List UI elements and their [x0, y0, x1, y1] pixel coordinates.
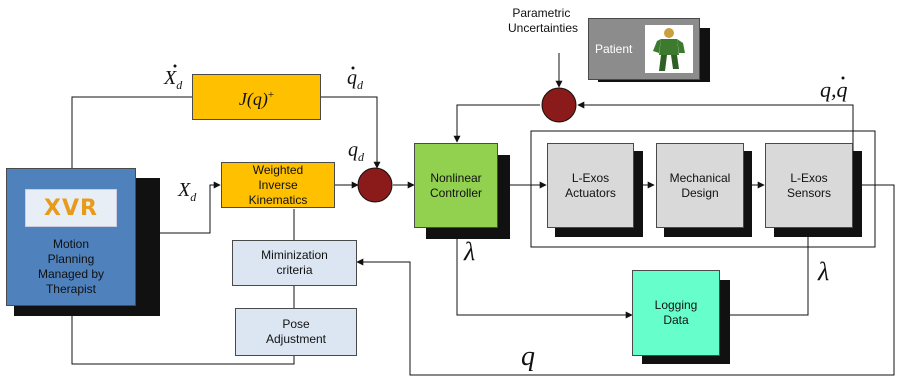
minimization-box[interactable]: Miminization criteria [232, 240, 357, 286]
lexos-sensors-box[interactable]: L-Exos Sensors [765, 143, 853, 228]
lexos-sensors-label: L-Exos Sensors [786, 170, 832, 200]
summing-junction-icon [541, 87, 577, 123]
symbol-lambda-left: λ [463, 237, 475, 266]
line-x-d [160, 181, 221, 234]
logging-data-label: Logging Data [654, 298, 698, 327]
jacobian-label: J(q) [238, 88, 268, 109]
line-feedback-q-qdot [577, 101, 854, 157]
line-lambda-controller-to-log [456, 228, 633, 319]
line-mp-to-pose [71, 315, 295, 365]
motion-planning-label: Motion Planning Managed by Therapist [37, 237, 105, 296]
symbol-xdot-d: Xd [163, 64, 183, 92]
svg-text:qd: qd [347, 67, 364, 92]
line-lambda-sensors-to-log [719, 228, 809, 319]
svg-text:Xd: Xd [163, 67, 183, 92]
patient-label: Patient [595, 41, 633, 56]
pose-adjustment-label: Pose Adjustment [265, 317, 327, 346]
summing-junction-icon [357, 167, 393, 203]
jacobian-sup: + [267, 88, 275, 101]
symbol-lambda-right: λ [817, 257, 829, 286]
jacobian-box[interactable]: J(q)+ [192, 74, 321, 120]
parametric-uncertainties-label: Parametric Uncertainties [508, 6, 578, 35]
nonlinear-controller-box[interactable]: Nonlinear Controller [414, 143, 498, 228]
svg-text:q,q: q,q [820, 77, 848, 102]
lexos-actuators-label: L-Exos Actuators [565, 170, 616, 200]
svg-text:qd: qd [348, 139, 365, 164]
symbol-x-d: Xd [177, 179, 197, 204]
motion-planning-box[interactable]: XVR Motion Planning Managed by Therapist [6, 168, 136, 306]
mechanical-design-box[interactable]: Mechanical Design [656, 143, 744, 228]
lexos-actuators-box[interactable]: L-Exos Actuators [547, 143, 634, 228]
logging-data-box[interactable]: Logging Data [632, 270, 720, 356]
line-sum-to-controller-top [453, 104, 540, 143]
pose-adjustment-box[interactable]: Pose Adjustment [235, 308, 357, 356]
symbol-q-bottom: q [521, 341, 535, 372]
lexos-frame [530, 130, 876, 248]
xvr-logo-icon: XVR [25, 189, 117, 227]
svg-text:Xd: Xd [177, 179, 197, 204]
line-qdot-d [321, 96, 381, 169]
weighted-ik-box[interactable]: Weighted Inverse Kinematics [221, 162, 335, 208]
minimization-label: Miminization criteria [261, 248, 328, 277]
line-q-feedback [356, 184, 895, 376]
patient-box[interactable]: Patient [588, 18, 700, 80]
mechanical-design-label: Mechanical Design [669, 170, 731, 200]
symbol-q-d: qd [348, 139, 365, 164]
nonlinear-controller-label: Nonlinear Controller [429, 170, 483, 200]
symbol-qdot-d: qd [347, 66, 364, 92]
weighted-ik-label: Weighted Inverse Kinematics [248, 162, 308, 207]
symbol-q-qdot: q,q [820, 76, 848, 102]
patient-figure-icon [645, 25, 693, 73]
line-xdot-d [71, 96, 192, 168]
